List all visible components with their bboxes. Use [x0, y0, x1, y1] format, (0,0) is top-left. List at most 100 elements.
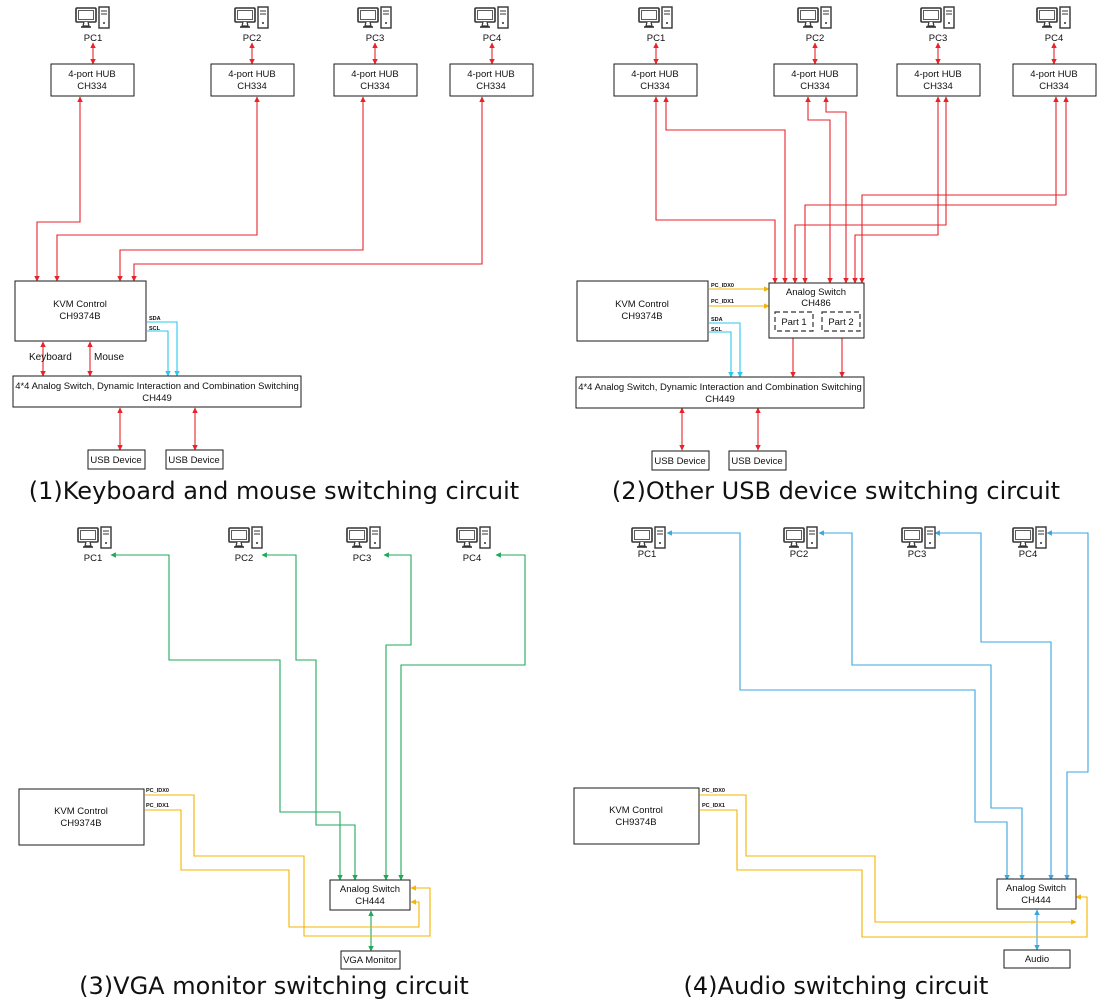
kvm-name: KVM Control: [54, 806, 108, 817]
usb-device-1: USB Device: [87, 449, 146, 470]
hub-chip: CH334: [923, 81, 953, 92]
audio-output: Audio: [1003, 949, 1071, 969]
pc-1: PC1: [638, 6, 673, 44]
vga-monitor: VGA Monitor: [340, 950, 401, 970]
pc-2: PC2: [228, 526, 263, 564]
panel1-wires: [34, 42, 495, 451]
part-2-label: Part 2: [828, 317, 853, 328]
kvm-chip: CH9374B: [60, 818, 101, 829]
desktop-computer-icon: [797, 6, 832, 29]
usb-device-2: USB Device: [728, 450, 787, 471]
vga-monitor-label: VGA Monitor: [343, 955, 397, 966]
hub-chip: CH334: [476, 81, 506, 92]
hub-chip: CH334: [237, 81, 267, 92]
hub-chip: CH334: [77, 81, 107, 92]
panel-caption: (2)Other USB device switching circuit: [612, 477, 1060, 505]
desktop-computer-icon: [234, 6, 269, 29]
pc-label: PC2: [235, 553, 253, 564]
hub-name: 4-port HUB: [228, 69, 276, 80]
pc-3: PC3: [901, 526, 936, 560]
pc-label: PC1: [647, 33, 665, 44]
panel2-wires: [653, 42, 1069, 451]
hub-chip: CH334: [640, 81, 670, 92]
pc-label: PC2: [243, 33, 261, 44]
part-1-region: [774, 311, 814, 332]
desktop-computer-icon: [346, 526, 381, 549]
pc-label: PC3: [929, 33, 947, 44]
pc-4: PC4: [1012, 526, 1047, 560]
pc-4: PC4: [474, 6, 509, 44]
hub-name: 4-port HUB: [467, 69, 515, 80]
hub-chip: CH334: [360, 81, 390, 92]
usb-device-label: USB Device: [168, 455, 219, 466]
desktop-computer-icon: [228, 526, 263, 549]
hub-name: 4-port HUB: [631, 69, 679, 80]
pc-4: PC4: [456, 526, 491, 564]
pc-label: PC1: [638, 549, 656, 560]
pc-4: PC4: [1036, 6, 1071, 44]
panel-caption: (4)Audio switching circuit: [684, 972, 989, 1000]
analog-switch-chip: CH444: [1021, 895, 1051, 906]
kvm-name: KVM Control: [609, 805, 663, 816]
audio-label: Audio: [1025, 954, 1049, 965]
pc-label: PC2: [790, 549, 808, 560]
switch-name: 4*4 Analog Switch, Dynamic Interaction a…: [578, 382, 862, 393]
pc-label: PC1: [84, 553, 102, 564]
hub-name: 4-port HUB: [1030, 69, 1078, 80]
signal-pc-idx0: PC_IDX0: [711, 283, 734, 289]
signal-pc-idx1: PC_IDX1: [146, 803, 169, 809]
desktop-computer-icon: [1012, 526, 1047, 549]
desktop-computer-icon: [75, 6, 110, 29]
keyboard-label: Keyboard: [29, 352, 72, 363]
switch-chip: CH449: [142, 393, 172, 404]
pc-1: PC1: [75, 6, 110, 44]
analog-switch-name: Analog Switch: [1006, 883, 1066, 894]
kvm-name: KVM Control: [53, 299, 107, 310]
signal-scl: SCL: [149, 326, 161, 332]
hub-name: 4-port HUB: [914, 69, 962, 80]
signal-sda: SDA: [711, 317, 723, 323]
usb-device-label: USB Device: [90, 455, 141, 466]
pc-2: PC2: [234, 6, 269, 44]
kvm-name: KVM Control: [615, 299, 669, 310]
pc-label: PC4: [1019, 549, 1037, 560]
signal-pc-idx0: PC_IDX0: [146, 788, 169, 794]
pc-3: PC3: [346, 526, 381, 564]
panel4-wires: [666, 530, 1089, 951]
part-1-label: Part 1: [781, 317, 806, 328]
hub-name: 4-port HUB: [68, 69, 116, 80]
part-2-region: [821, 311, 861, 332]
panel3-wires: [110, 552, 526, 952]
kvm-chip: CH9374B: [59, 311, 100, 322]
desktop-computer-icon: [474, 6, 509, 29]
desktop-computer-icon: [901, 526, 936, 549]
analog-switch-chip: CH486: [801, 298, 831, 309]
switch-chip: CH449: [705, 394, 735, 405]
pc-label: PC1: [84, 33, 102, 44]
panel-caption: (3)VGA monitor switching circuit: [79, 972, 469, 1000]
desktop-computer-icon: [77, 526, 112, 549]
analog-switch-name: Analog Switch: [340, 884, 400, 895]
pc-3: PC3: [357, 6, 392, 44]
desktop-computer-icon: [456, 526, 491, 549]
analog-switch-chip: CH444: [355, 896, 385, 907]
usb-device-1: USB Device: [651, 450, 710, 471]
ch449-switch: 4*4 Analog Switch, Dynamic Interaction a…: [12, 375, 302, 408]
pc-label: PC4: [1045, 33, 1063, 44]
panel-caption: (1)Keyboard and mouse switching circuit: [29, 477, 519, 505]
usb-device-label: USB Device: [731, 456, 782, 467]
usb-device-label: USB Device: [654, 456, 705, 467]
pc-label: PC4: [463, 553, 481, 564]
pc-label: PC2: [806, 33, 824, 44]
pc-2: PC2: [797, 6, 832, 44]
